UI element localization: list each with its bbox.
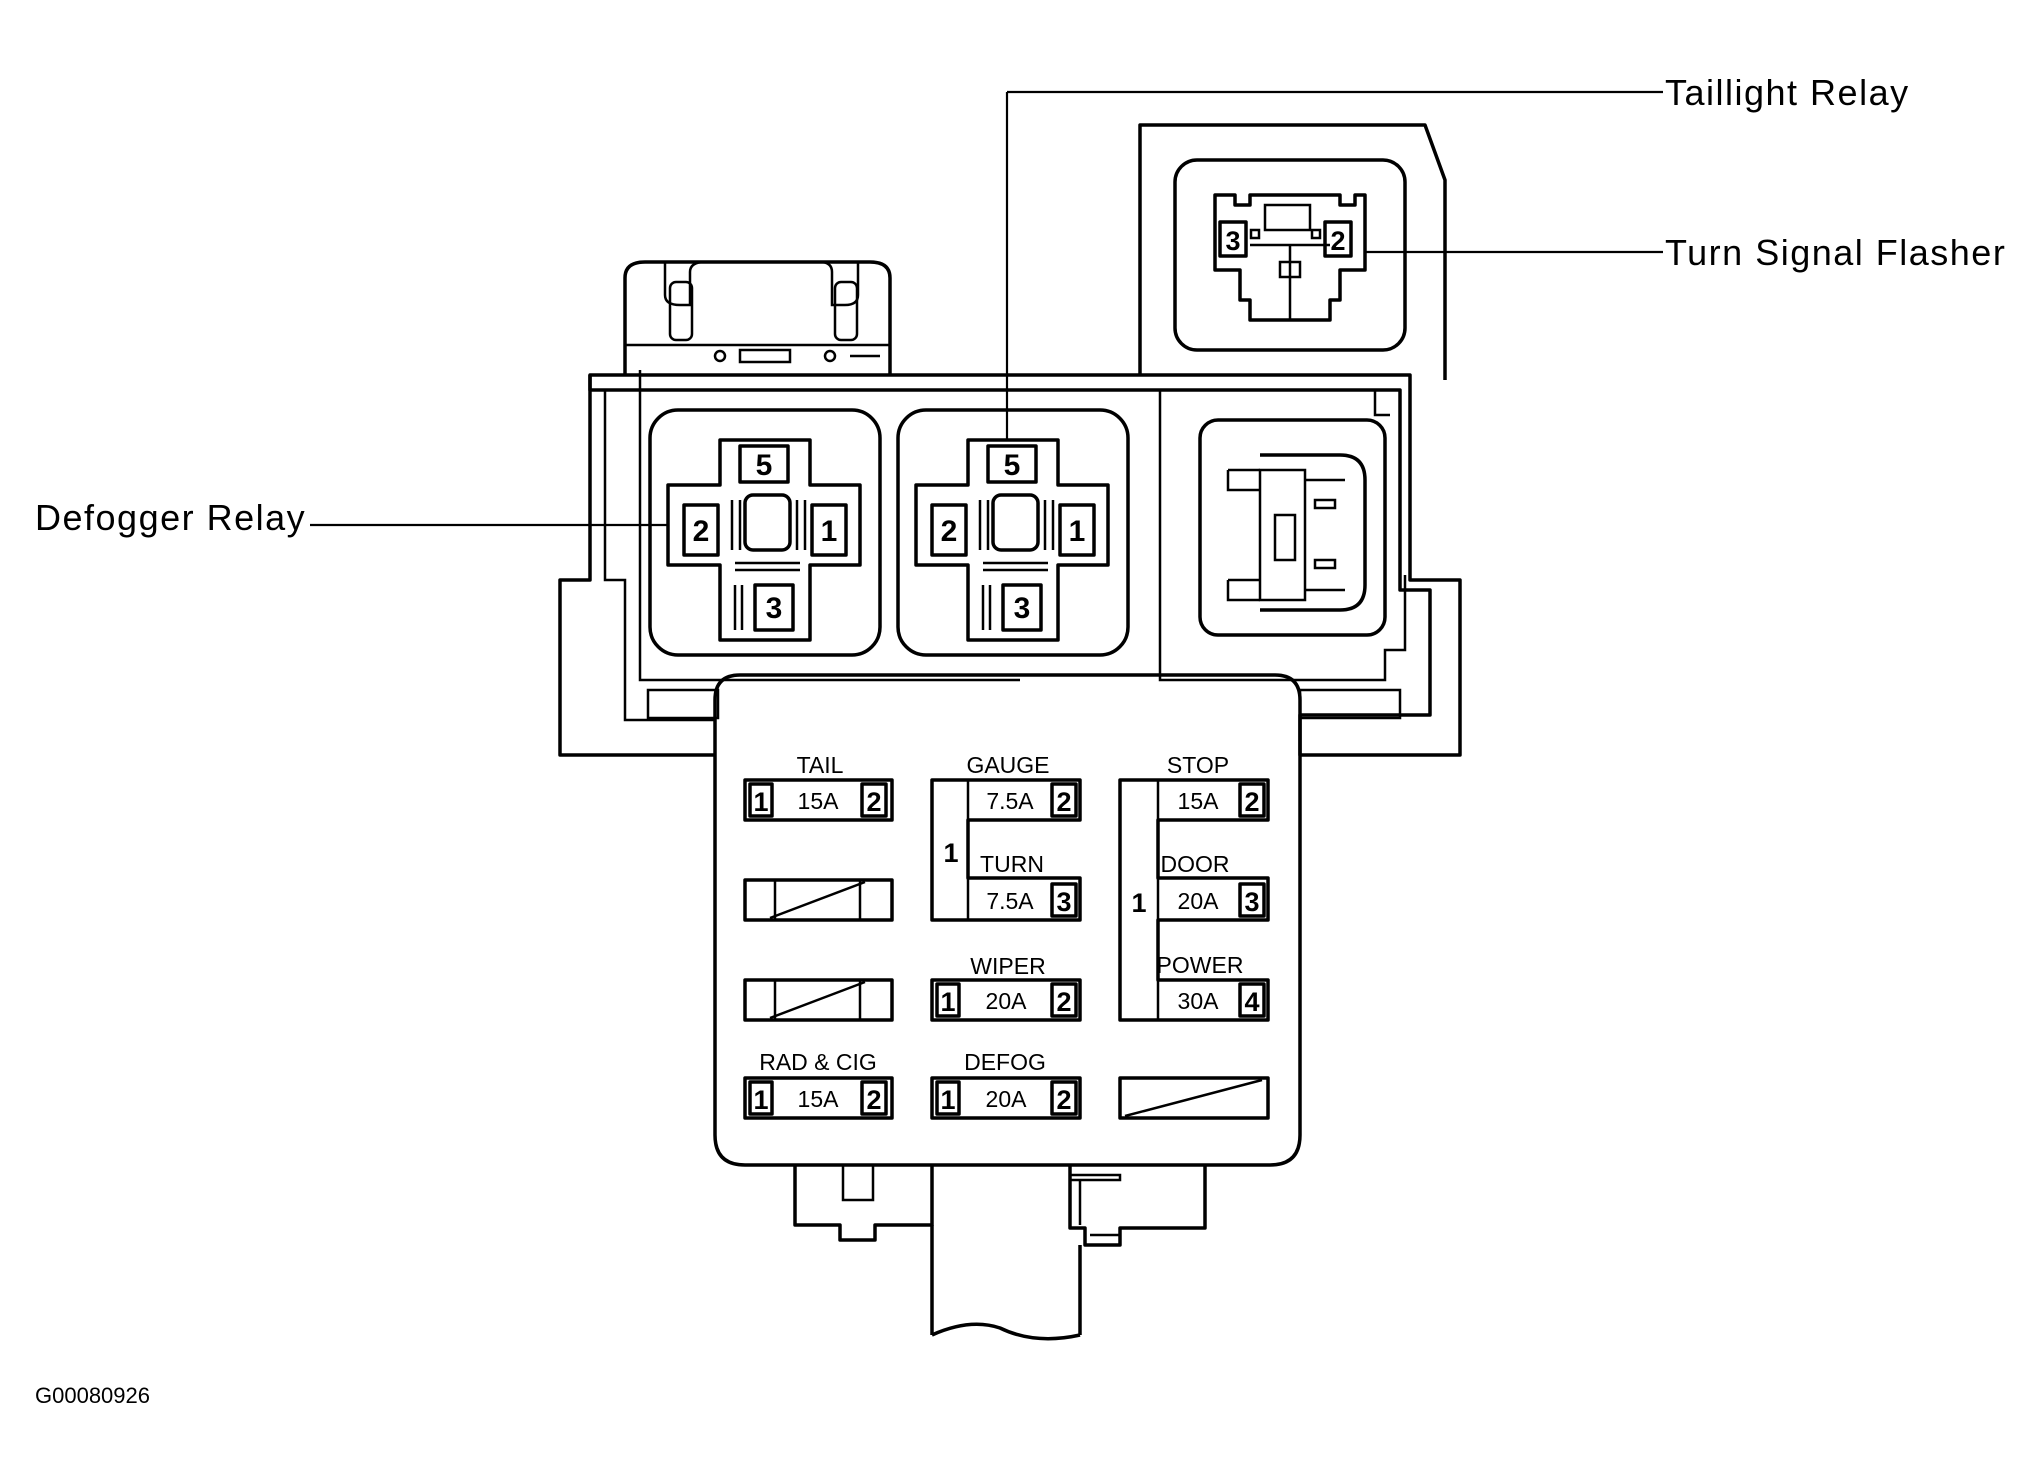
fuse-rad-cig-rating: 15A (798, 1086, 840, 1112)
fuse-rad-cig: RAD & CIG 1 15A 2 (743, 1049, 894, 1120)
fuse-slot-empty (743, 878, 894, 922)
side-connector (1198, 418, 1387, 637)
defogger-relay-socket: 5 2 1 3 (648, 408, 882, 657)
taillight-relay-pin-3: 3 (1014, 592, 1031, 625)
callout-leaders (310, 90, 1663, 527)
fuse-gauge-pin-2: 2 (1056, 787, 1071, 817)
fuse-stop-pin-2: 2 (1244, 787, 1259, 817)
defogger-relay-pin-2: 2 (693, 515, 710, 548)
taillight-relay-socket: 5 2 1 3 (896, 408, 1130, 657)
fuse-rad-cig-pin-1: 1 (753, 1085, 768, 1115)
fuse-tail-pin-1: 1 (753, 787, 768, 817)
fuse-defog: DEFOG 1 20A 2 (930, 1049, 1082, 1120)
fuse-gauge-turn-common-pin-1: 1 (943, 838, 958, 868)
fuse-defog-rating: 20A (986, 1086, 1028, 1112)
flasher-pin-3: 3 (1225, 226, 1240, 256)
bottom-harness (793, 1163, 1207, 1341)
fuse-slot-empty (743, 978, 894, 1022)
callout-turn-signal-flasher: Turn Signal Flasher (1665, 232, 2006, 273)
fuse-defog-label: DEFOG (964, 1049, 1046, 1075)
fuse-stop-label: STOP (1167, 752, 1229, 778)
defogger-relay-pin-3: 3 (766, 592, 783, 625)
fuse-slot-empty (1118, 1076, 1270, 1120)
fuse-wiper-label: WIPER (970, 953, 1045, 979)
defogger-relay-pin-1: 1 (821, 515, 838, 548)
fuse-stop-door-power: STOP 15A 2 DOOR 1 20A 3 POWER 30A 4 (1118, 752, 1270, 1022)
fuse-door-rating: 20A (1178, 888, 1220, 914)
fuse-power-label: POWER (1157, 952, 1244, 978)
fuse-rad-cig-pin-2: 2 (866, 1085, 881, 1115)
taillight-relay-pin-2: 2 (941, 515, 958, 548)
fuse-gauge-label: GAUGE (966, 752, 1049, 778)
fuse-door-pin-3: 3 (1244, 887, 1259, 917)
fuse-tail-rating: 15A (798, 788, 840, 814)
callout-defogger-relay: Defogger Relay (35, 497, 306, 538)
fuse-door-label: DOOR (1161, 851, 1230, 877)
fuse-rad-cig-label: RAD & CIG (759, 1049, 877, 1075)
fuse-turn-rating: 7.5A (986, 888, 1034, 914)
fuse-power-rating: 30A (1178, 988, 1220, 1014)
figure-code: G00080926 (35, 1383, 150, 1408)
fuse-wiper-pin-1: 1 (940, 987, 955, 1017)
turn-signal-flasher-socket: 3 2 (1213, 193, 1367, 322)
fuse-defog-pin-1: 1 (940, 1085, 955, 1115)
defogger-relay-pin-5: 5 (756, 449, 773, 482)
junction-block-housing (558, 260, 1462, 757)
fuse-wiper-rating: 20A (986, 988, 1028, 1014)
fuse-stop-door-power-common-pin-1: 1 (1131, 888, 1146, 918)
fuse-wiper-pin-2: 2 (1056, 987, 1071, 1017)
fuse-panel (713, 673, 1302, 1167)
taillight-relay-pin-5: 5 (1004, 449, 1021, 482)
fuse-stop-rating: 15A (1178, 788, 1220, 814)
fuse-turn-label: TURN (980, 851, 1044, 877)
fuse-tail-pin-2: 2 (866, 787, 881, 817)
flasher-housing (1138, 123, 1447, 380)
fuse-wiper: WIPER 1 20A 2 (930, 953, 1082, 1022)
fuse-turn-pin-3: 3 (1056, 887, 1071, 917)
callout-taillight-relay: Taillight Relay (1665, 72, 1910, 113)
fuse-gauge-turn: GAUGE 7.5A 2 1 TURN 7.5A 3 (930, 752, 1082, 922)
flasher-pin-2: 2 (1330, 226, 1345, 256)
fuse-gauge-rating: 7.5A (986, 788, 1034, 814)
fuse-defog-pin-2: 2 (1056, 1085, 1071, 1115)
fuse-tail: TAIL 1 15A 2 (743, 752, 894, 822)
fuse-tail-label: TAIL (797, 752, 844, 778)
taillight-relay-pin-1: 1 (1069, 515, 1086, 548)
fuse-power-pin-4: 4 (1244, 987, 1259, 1017)
